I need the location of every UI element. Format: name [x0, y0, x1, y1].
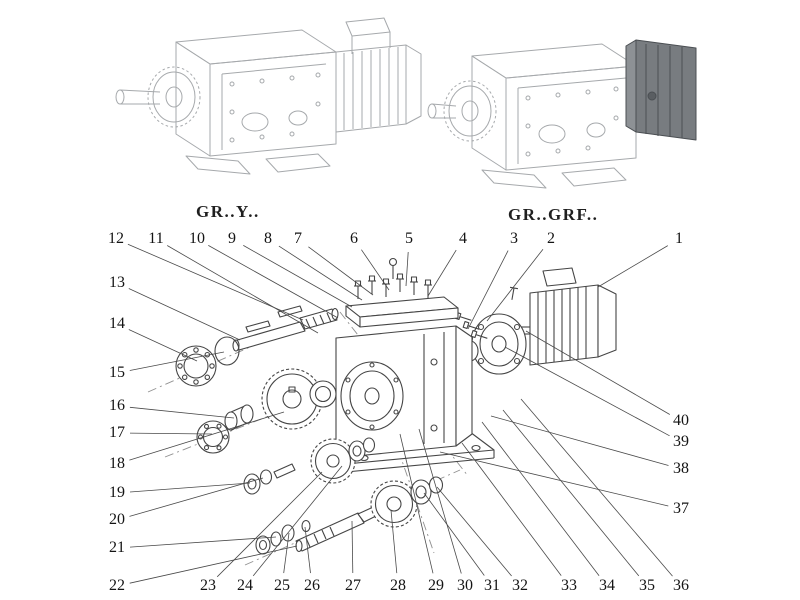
callout-number-33: 33: [561, 577, 577, 594]
callout-number-2: 2: [547, 230, 555, 247]
callout-number-21: 21: [109, 539, 125, 556]
callout-number-25: 25: [274, 577, 290, 594]
callout-number-31: 31: [484, 577, 500, 594]
callout-number-27: 27: [345, 577, 361, 594]
callout-number-32: 32: [512, 577, 528, 594]
leader-line-28: [390, 509, 398, 574]
leader-line-14: [128, 329, 198, 362]
callout-number-28: 28: [390, 577, 406, 594]
output-gear-part: [370, 476, 444, 528]
leader-line-2: [486, 248, 544, 322]
callout-number-13: 13: [109, 274, 125, 291]
callout-number-19: 19: [109, 484, 125, 501]
assembled-gearbox-flange-drawing: [427, 39, 697, 189]
callout-number-8: 8: [264, 230, 272, 247]
cover-bolts: [354, 257, 432, 299]
callout-number-36: 36: [673, 577, 689, 594]
leader-line-18: [129, 411, 285, 461]
leader-line-30: [418, 428, 462, 574]
callout-number-30: 30: [457, 577, 473, 594]
output-shaft-part: [255, 501, 388, 555]
callout-number-22: 22: [109, 577, 125, 594]
leader-line-6: [361, 249, 390, 291]
exploded-view-drawing: [175, 257, 617, 555]
bearing-and-rings-left: [175, 336, 240, 387]
callout-number-20: 20: [109, 511, 125, 528]
large-gear-part: [261, 368, 337, 430]
leader-line-5: [405, 251, 409, 287]
leader-line-13: [128, 288, 241, 341]
leader-line-15: [129, 351, 225, 371]
callout-number-4: 4: [459, 230, 467, 247]
leader-line-9: [243, 245, 353, 308]
callout-number-1: 1: [675, 230, 683, 247]
leader-line-32: [436, 486, 512, 577]
callout-number-18: 18: [109, 455, 125, 472]
leader-line-16: [129, 406, 235, 419]
leader-line-38: [490, 415, 669, 466]
leader-line-1: [597, 245, 669, 288]
leader-line-10: [208, 245, 339, 319]
input-adapter-block: [625, 39, 697, 141]
leader-line-22: [129, 545, 298, 584]
callout-number-38: 38: [673, 460, 689, 477]
leader-line-11: [166, 245, 319, 334]
leader-line-23: [216, 471, 323, 578]
callout-number-16: 16: [109, 397, 125, 414]
callout-number-3: 3: [510, 230, 518, 247]
callout-number-17: 17: [109, 424, 125, 441]
leader-line-20: [129, 477, 264, 517]
leader-line-7: [308, 246, 374, 296]
leader-line-27: [351, 520, 354, 574]
spacer-and-bearing: [196, 404, 254, 454]
callout-number-6: 6: [350, 230, 358, 247]
assembled-gearmotor-drawing: [115, 17, 422, 175]
washers-and-pin: [243, 463, 296, 495]
callout-number-15: 15: [109, 364, 125, 381]
callout-number-37: 37: [673, 500, 689, 517]
callout-number-26: 26: [304, 577, 320, 594]
leader-line-24: [252, 465, 343, 577]
callout-number-11: 11: [148, 230, 164, 247]
callout-number-14: 14: [109, 315, 125, 332]
leader-line-8: [278, 245, 363, 301]
leader-line-31: [423, 492, 485, 576]
leader-line-3: [467, 250, 509, 330]
leader-line-21: [129, 536, 277, 548]
leader-line-35: [502, 409, 640, 577]
callout-number-5: 5: [405, 230, 413, 247]
variant-label-gr-y: GR..Y..: [196, 202, 260, 221]
leader-line-36: [520, 398, 673, 577]
callout-number-29: 29: [428, 577, 444, 594]
leader-line-39: [504, 346, 670, 437]
callout-number-23: 23: [200, 577, 216, 594]
leader-line-4: [427, 249, 457, 297]
leader-line-37: [439, 451, 669, 507]
leader-line-25: [283, 532, 290, 574]
leader-line-17: [129, 432, 213, 435]
leader-line-34: [481, 421, 600, 576]
leader-line-33: [461, 442, 562, 576]
callout-number-12: 12: [108, 230, 124, 247]
flange-bolts: [454, 311, 488, 339]
callout-number-35: 35: [639, 577, 655, 594]
top-cover-part: [345, 296, 459, 328]
variant-label-gr-grf: GR..GRF..: [508, 205, 599, 224]
callout-number-7: 7: [294, 230, 302, 247]
input-shaft-part: [232, 305, 339, 352]
leader-lines: [127, 243, 673, 584]
callout-number-40: 40: [673, 412, 689, 429]
callout-number-9: 9: [228, 230, 236, 247]
leader-line-40: [525, 330, 671, 415]
callout-number-10: 10: [189, 230, 205, 247]
leader-line-19: [129, 482, 251, 493]
callout-number-39: 39: [673, 433, 689, 450]
callout-number-24: 24: [237, 577, 253, 594]
leader-line-29: [399, 433, 434, 574]
leader-line-26: [304, 526, 311, 574]
callout-number-34: 34: [599, 577, 615, 594]
